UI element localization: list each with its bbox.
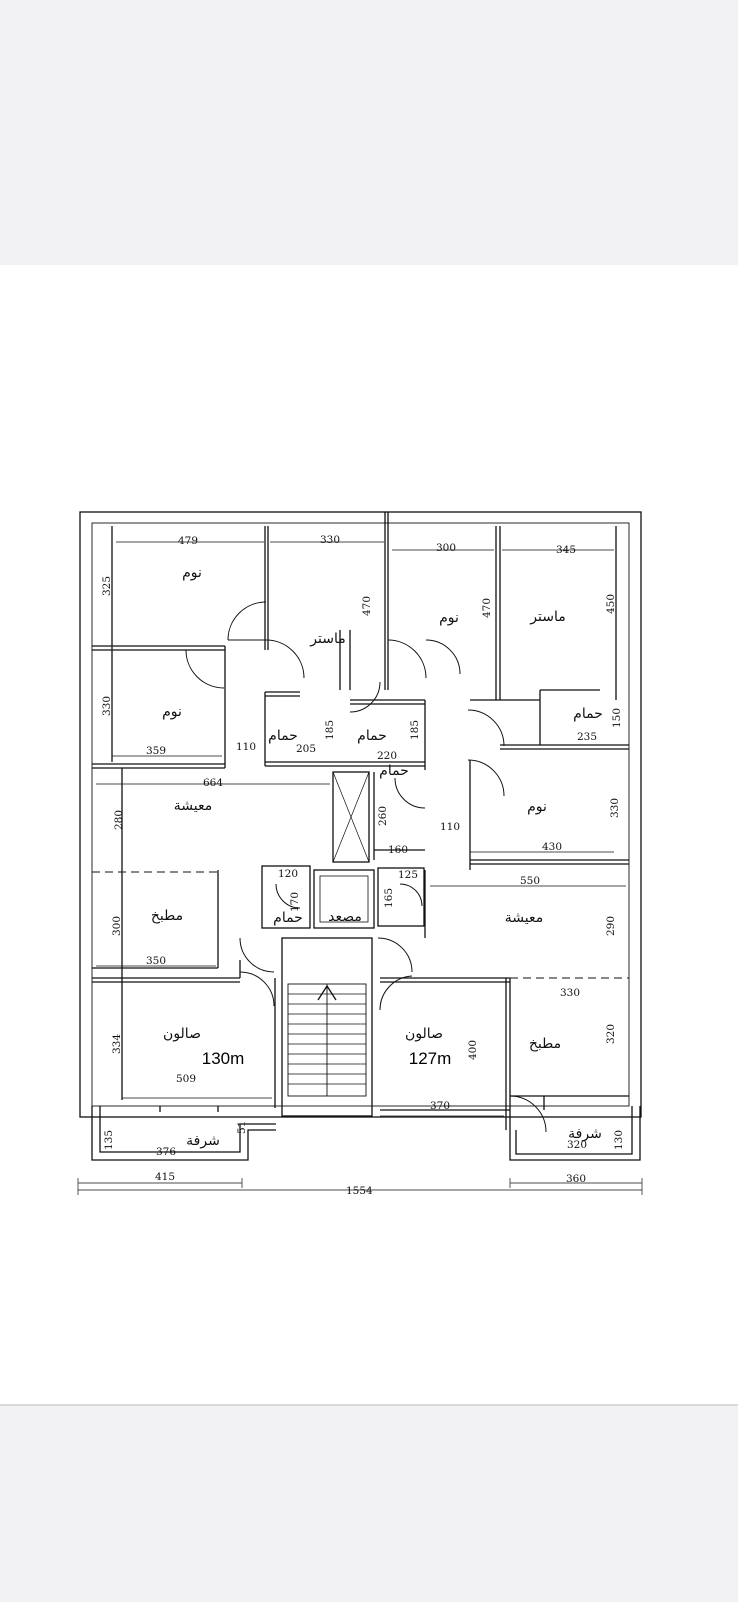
dim-label: 320 xyxy=(567,1139,587,1151)
room-bedroom-right: نوم xyxy=(527,799,547,815)
room-bath-center: حمام xyxy=(357,728,387,744)
dim-label: 345 xyxy=(556,544,576,556)
door-swings xyxy=(185,601,547,1133)
dim-label: 150 xyxy=(611,708,623,728)
dim-label: 125 xyxy=(398,869,418,881)
dim-label: 470 xyxy=(481,598,493,618)
dim-label: 470 xyxy=(361,596,373,616)
dim-label: 235 xyxy=(577,731,597,743)
room-bath-corridor: حمام xyxy=(379,763,409,779)
dim-label: 130 xyxy=(613,1130,625,1150)
dim-label: 330 xyxy=(101,696,113,716)
room-bath-small: حمام xyxy=(273,910,303,926)
dim-label: 376 xyxy=(156,1146,176,1158)
room-living-left: معيشة xyxy=(174,798,212,814)
dim-label: 220 xyxy=(377,750,397,762)
dim-label: 664 xyxy=(203,777,223,789)
room-bedroom-left: نوم xyxy=(162,704,182,720)
dim-label: 370 xyxy=(430,1100,450,1112)
dim-label: 205 xyxy=(296,743,316,755)
dim-label: 330 xyxy=(609,798,621,818)
dim-label: 430 xyxy=(542,841,562,853)
dim-label: 509 xyxy=(176,1073,196,1085)
dim-label: 325 xyxy=(101,576,113,596)
room-salon-right: صالون xyxy=(405,1026,443,1042)
dashed-lines xyxy=(92,871,629,979)
area-right: 127m xyxy=(409,1049,452,1068)
room-bath-left: حمام xyxy=(268,728,298,744)
dim-label: 185 xyxy=(409,720,421,740)
dimension-lines xyxy=(77,541,643,1195)
dim-label: 359 xyxy=(146,745,166,757)
room-bedroom-top-left: نوم xyxy=(182,565,202,581)
area-left: 130m xyxy=(202,1049,245,1068)
dim-label: 135 xyxy=(103,1130,115,1150)
room-kitchen-right: مطبخ xyxy=(529,1036,561,1052)
dim-label: 160 xyxy=(388,844,408,856)
dim-label: 290 xyxy=(605,916,617,936)
dim-label: 300 xyxy=(436,542,456,554)
dim-label: 1554 xyxy=(346,1185,373,1197)
dim-label: 334 xyxy=(111,1034,123,1054)
dim-label: 110 xyxy=(440,821,460,833)
dim-label: 165 xyxy=(383,888,395,908)
dim-label: 330 xyxy=(320,534,340,546)
room-master-right: ماستر xyxy=(529,609,565,625)
dim-label: 330 xyxy=(560,987,580,999)
dim-label: 260 xyxy=(377,806,389,826)
dimension-labels: 479 330 300 345 325 470 470 450 330 359 … xyxy=(101,534,625,1197)
room-balcony-right: شرفة xyxy=(568,1126,602,1142)
dim-label: 350 xyxy=(146,955,166,967)
dim-label: 450 xyxy=(605,594,617,614)
room-salon-left: صالون xyxy=(163,1026,201,1042)
room-bedroom-center: نوم xyxy=(439,610,459,626)
dim-label: 415 xyxy=(155,1171,175,1183)
room-elevator: مصعد xyxy=(328,909,362,925)
dim-label: 185 xyxy=(324,720,336,740)
dim-label: 479 xyxy=(178,535,198,547)
room-labels: نوم نوم ماستر نوم ماستر حمام حمام حمام ح… xyxy=(151,565,603,1149)
dim-label: 280 xyxy=(113,810,125,830)
room-master-left: ماستر xyxy=(309,631,345,647)
dim-label: 550 xyxy=(520,875,540,887)
top-gray-band xyxy=(0,0,738,265)
dim-label: 360 xyxy=(566,1173,586,1185)
dim-label: 110 xyxy=(236,741,256,753)
walls xyxy=(79,511,642,1161)
dim-label: 51 xyxy=(236,1121,248,1134)
room-bath-right: حمام xyxy=(573,706,603,722)
room-living-right: معيشة xyxy=(505,910,543,926)
area-labels: 130m 127m xyxy=(202,1049,452,1068)
room-kitchen-left: مطبخ xyxy=(151,908,183,924)
room-balcony-left: شرفة xyxy=(186,1133,220,1149)
dim-label: 300 xyxy=(111,916,123,936)
dim-label: 320 xyxy=(605,1024,617,1044)
dim-label: 120 xyxy=(278,868,298,880)
dim-label: 170 xyxy=(289,892,301,912)
bottom-gray-band xyxy=(0,1404,738,1602)
dim-label: 400 xyxy=(467,1040,479,1060)
